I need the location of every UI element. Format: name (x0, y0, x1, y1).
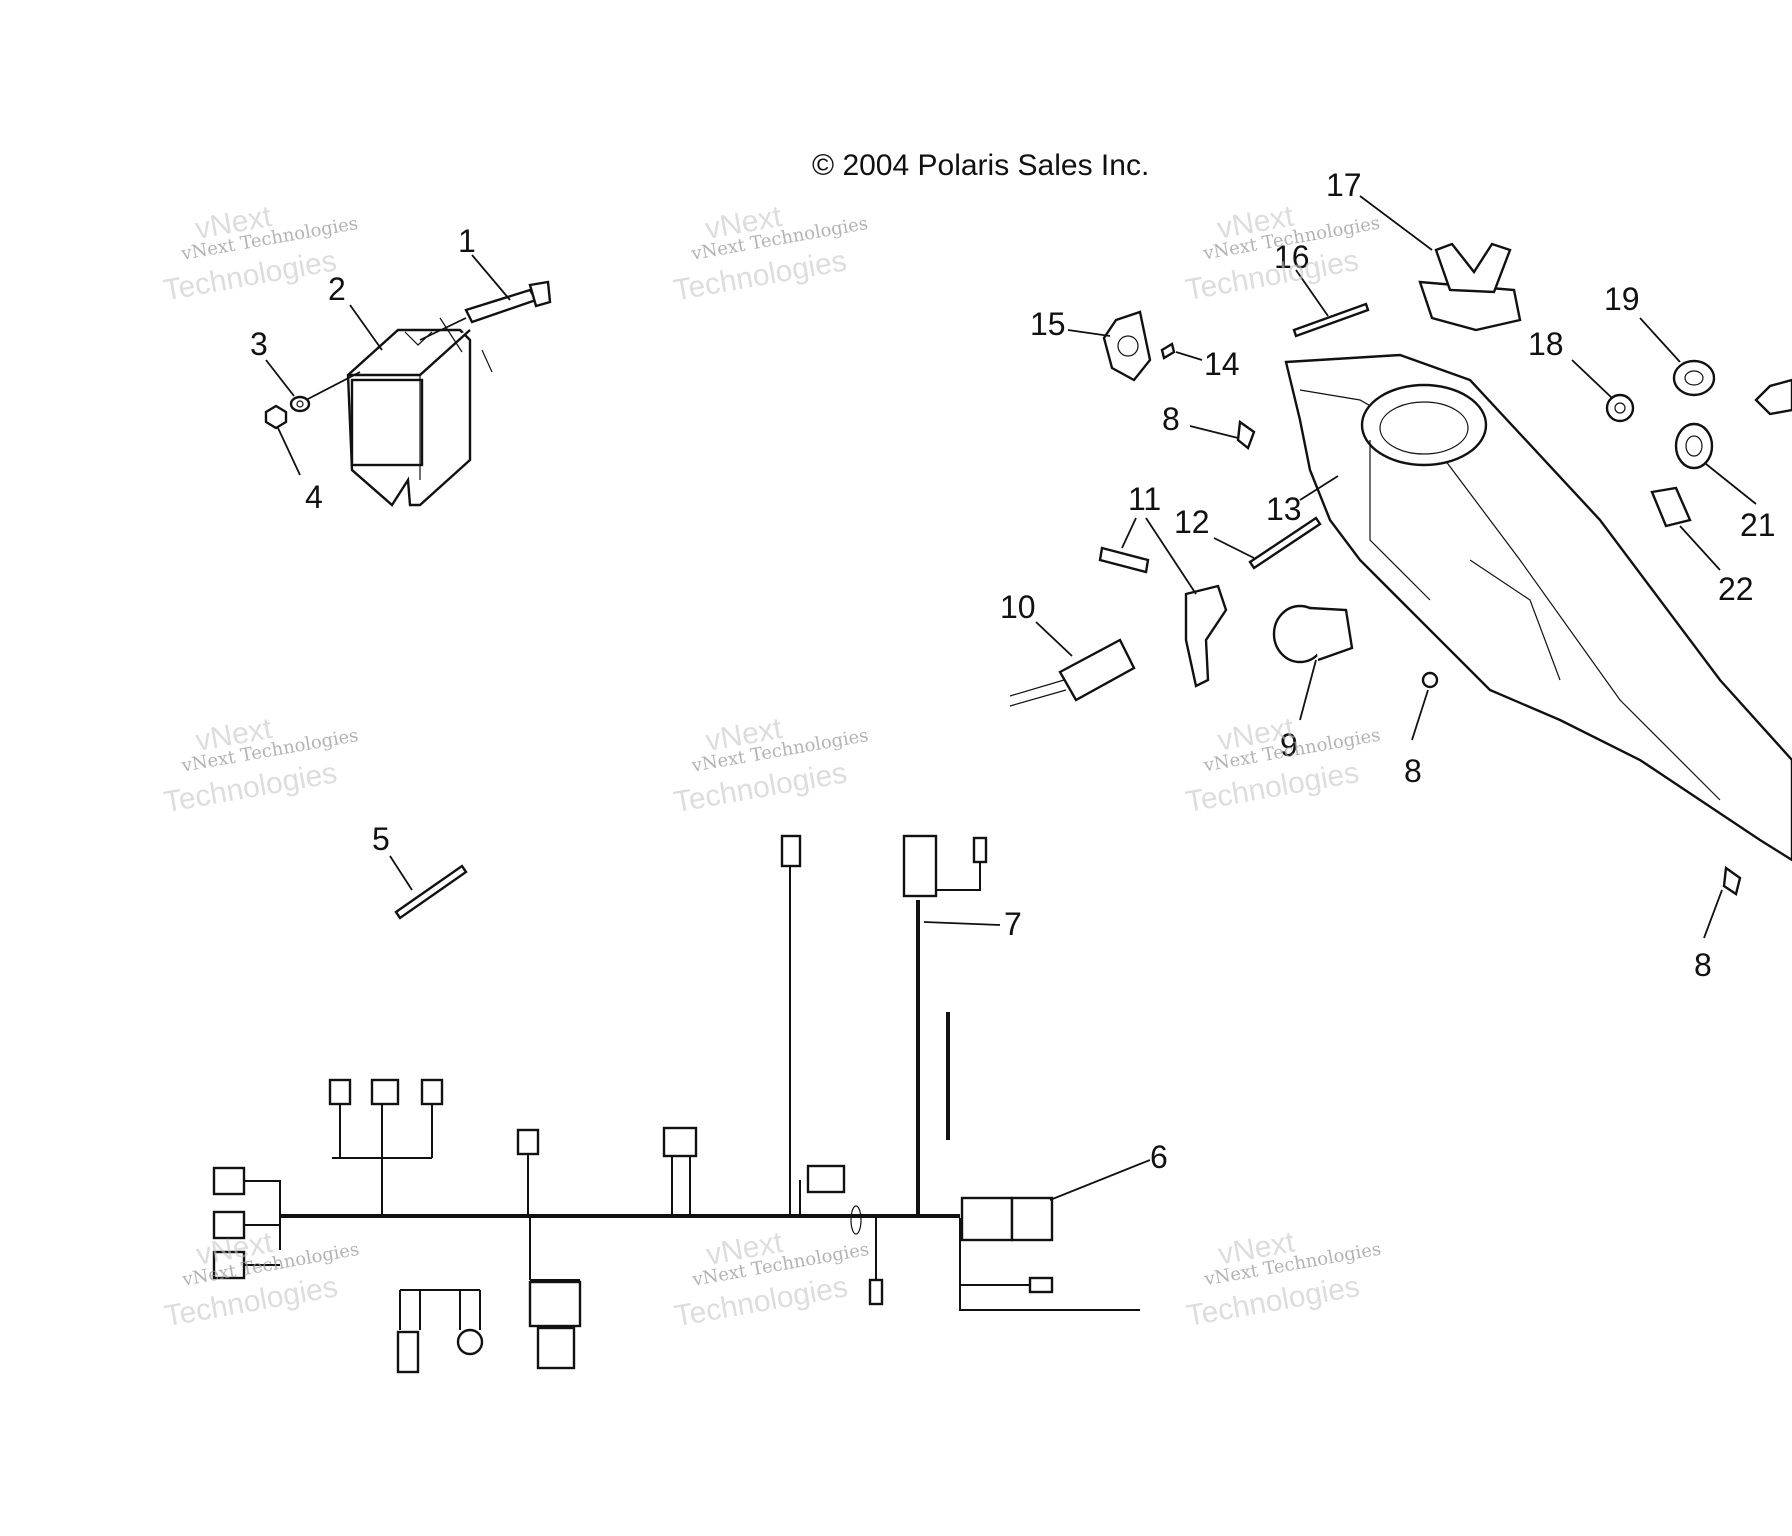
callout-15: 15 (1030, 306, 1066, 342)
callout-22: 22 (1718, 571, 1754, 607)
callout-8c: 8 (1694, 947, 1712, 983)
callout-7: 7 (1004, 906, 1022, 942)
callout-5: 5 (372, 821, 390, 857)
callout-2: 2 (328, 271, 346, 307)
callout-13: 13 (1266, 491, 1302, 527)
callout-6: 6 (1150, 1139, 1168, 1175)
lever-right (1754, 378, 1792, 416)
pin-14 (1160, 342, 1176, 360)
callout-11: 11 (1128, 481, 1161, 517)
watermark-8: vNext vNext Technologies Technologies (672, 1226, 871, 1333)
callout-14: 14 (1204, 346, 1240, 382)
callout-4: 4 (305, 479, 323, 515)
watermark-4: vNext vNext Technologies Technologies (161, 712, 360, 819)
screw-8b (1421, 671, 1439, 689)
bolt (464, 280, 552, 324)
grommet-19 (1672, 359, 1716, 397)
callout-10: 10 (1000, 589, 1036, 625)
switch-22 (1650, 486, 1692, 528)
callout-8b: 8 (1404, 753, 1422, 789)
watermark-6: vNext vNext Technologies Technologies (1183, 712, 1382, 819)
cable-tie-16 (1292, 302, 1370, 338)
nut (264, 404, 288, 430)
wiring-harness (212, 834, 1140, 1374)
callout-9: 9 (1280, 727, 1298, 763)
callout-18: 18 (1528, 326, 1564, 362)
callout-21: 21 (1740, 507, 1776, 543)
key-switch-9 (1272, 604, 1354, 664)
washer-18 (1605, 393, 1635, 423)
pin-11 (1098, 546, 1150, 574)
callout-1: 1 (458, 223, 476, 259)
bracket-11 (1184, 584, 1228, 688)
copyright-text: © 2004 Polaris Sales Inc. (812, 149, 1149, 182)
switch-10 (1009, 638, 1136, 707)
voltage-regulator-group (264, 280, 552, 507)
watermark-5: vNext vNext Technologies Technologies (671, 712, 870, 819)
cable-tie-5 (394, 864, 468, 920)
watermark-2: vNext vNext Technologies Technologies (671, 200, 870, 307)
watermark-9: vNext vNext Technologies Technologies (1184, 1226, 1383, 1333)
callout-19: 19 (1604, 281, 1640, 317)
screw-8c (1722, 865, 1742, 896)
bracket-15 (1102, 310, 1152, 382)
console-housing (1284, 353, 1792, 862)
screw-8a (1236, 419, 1256, 450)
callout-3: 3 (250, 326, 268, 362)
callout-16: 16 (1274, 239, 1310, 275)
callout-8a: 8 (1162, 401, 1180, 437)
cable-tie-12 (1248, 516, 1322, 570)
voltage-regulator (346, 328, 472, 507)
grommet-21 (1674, 422, 1714, 470)
watermark-3: vNext vNext Technologies Technologies (1183, 200, 1382, 307)
callout-17: 17 (1326, 167, 1362, 203)
washer (289, 395, 311, 413)
callout-12: 12 (1174, 504, 1210, 540)
watermark-7: vNext vNext Technologies Technologies (162, 1226, 361, 1333)
cover-17 (1418, 242, 1522, 332)
